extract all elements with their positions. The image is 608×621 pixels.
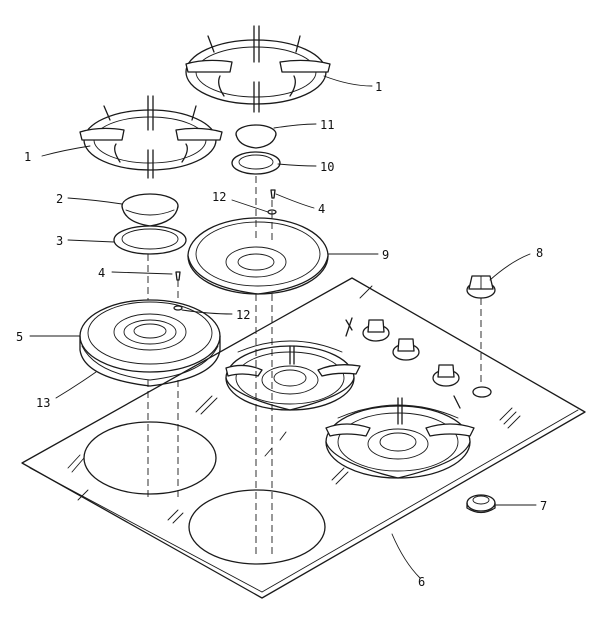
- front-cutout: [188, 489, 326, 565]
- callout-12-upper: 12: [212, 190, 226, 204]
- callout-11: 11: [320, 118, 334, 132]
- drip-pan-left-part-5: [79, 299, 221, 387]
- installed-burner-front: [325, 395, 475, 479]
- knob-part-8: [466, 275, 496, 386]
- knob-hole: [472, 386, 492, 398]
- knob-1: [362, 319, 390, 342]
- callout-10: 10: [320, 160, 334, 174]
- knob-2: [392, 338, 420, 361]
- burner-cap-part-11: [235, 124, 277, 149]
- drip-pan-right-part-9: [187, 217, 329, 295]
- callout-1-left: 1: [24, 150, 31, 164]
- callout-labels: 1 1 2 3 4 4 5 6 7 8 9 10 11 12 12 13: [16, 80, 547, 589]
- callout-9: 9: [382, 248, 389, 262]
- callout-4-left: 4: [98, 266, 105, 280]
- cooktop-panel: [21, 277, 586, 599]
- burner-cap-part-2: [121, 193, 179, 227]
- callout-6: 6: [418, 575, 425, 589]
- leader-lines: [29, 75, 537, 579]
- callout-2: 2: [56, 192, 63, 206]
- glass-reflections: [67, 285, 521, 524]
- callout-13: 13: [36, 396, 50, 410]
- callout-1-right: 1: [375, 80, 382, 94]
- callout-7: 7: [540, 499, 547, 513]
- callout-4-right: 4: [318, 202, 325, 216]
- screw-left-part-4: [175, 271, 181, 281]
- control-knobs: [362, 319, 492, 398]
- bezel-part-7: [466, 494, 496, 514]
- ring-part-10: [231, 151, 281, 175]
- callout-3: 3: [56, 234, 63, 248]
- callout-8: 8: [536, 246, 543, 260]
- installed-burner-rear: [225, 317, 361, 411]
- callout-5: 5: [16, 330, 23, 344]
- screw-right-part-4: [270, 189, 276, 199]
- grate-right-part-1: [185, 25, 331, 113]
- knob-3: [432, 364, 460, 387]
- callout-12-lower: 12: [236, 308, 250, 322]
- ring-part-3: [113, 225, 187, 255]
- grate-left-part-1: [79, 95, 223, 179]
